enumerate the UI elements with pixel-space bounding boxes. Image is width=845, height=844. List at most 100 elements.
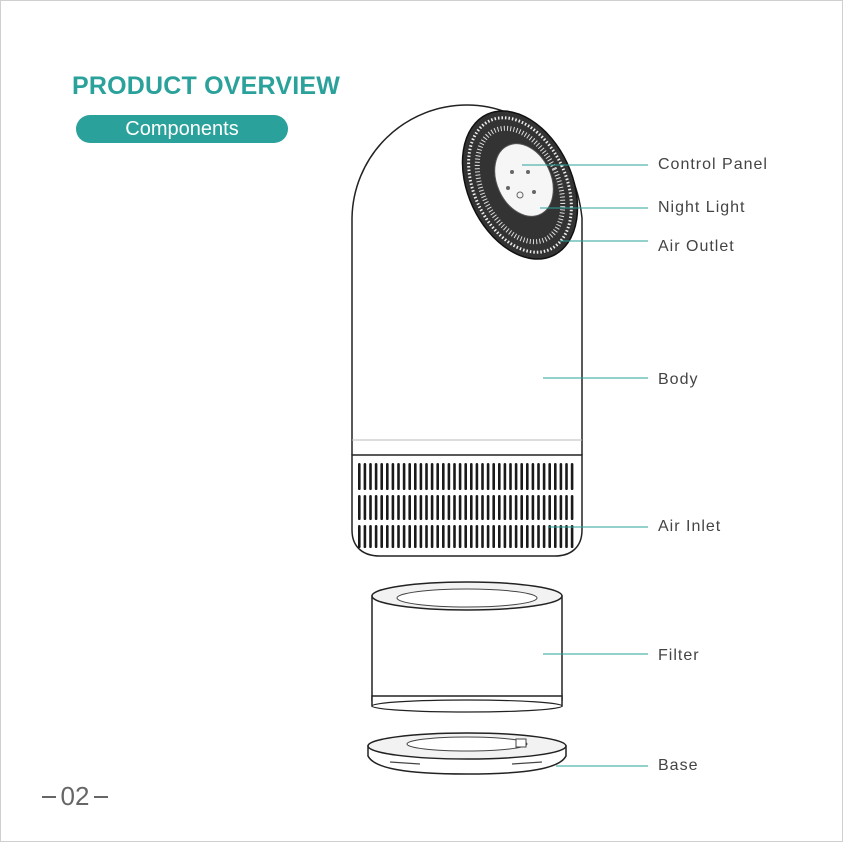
inlet-slot [375, 495, 378, 520]
inlet-slot [554, 495, 557, 520]
inlet-slot [492, 525, 495, 548]
inlet-slot [520, 495, 523, 520]
inlet-slot [498, 463, 501, 490]
inlet-slot [515, 495, 518, 520]
inlet-slot [431, 525, 434, 548]
inlet-slot [397, 525, 400, 548]
inlet-slot [537, 495, 540, 520]
inlet-slot [425, 525, 428, 548]
label-base: Base [658, 757, 698, 775]
inlet-slot [364, 525, 367, 548]
inlet-slot [403, 525, 406, 548]
inlet-slot [476, 495, 479, 520]
inlet-slot [504, 463, 507, 490]
inlet-slot [560, 495, 563, 520]
inlet-slot [492, 463, 495, 490]
inlet-slot [380, 525, 383, 548]
inlet-slot [526, 463, 529, 490]
label-filter: Filter [658, 647, 700, 665]
inlet-slot [543, 525, 546, 548]
inlet-slot [548, 525, 551, 548]
inlet-slot [464, 525, 467, 548]
inlet-slot [386, 525, 389, 548]
inlet-slot [565, 525, 568, 548]
inlet-slot [571, 463, 574, 490]
inlet-slot [504, 525, 507, 548]
inlet-slot [425, 495, 428, 520]
inlet-slot [358, 463, 361, 490]
inlet-slot [403, 463, 406, 490]
inlet-slot [414, 463, 417, 490]
inlet-slot [420, 463, 423, 490]
inlet-slot [358, 495, 361, 520]
inlet-slot [532, 525, 535, 548]
inlet-slot [364, 463, 367, 490]
inlet-slot [448, 495, 451, 520]
inlet-slot [442, 463, 445, 490]
inlet-slot [442, 495, 445, 520]
inlet-slot [487, 495, 490, 520]
inlet-slot [492, 495, 495, 520]
inlet-slot [420, 525, 423, 548]
inlet-slot [448, 525, 451, 548]
inlet-slot [487, 525, 490, 548]
inlet-slot [375, 463, 378, 490]
inlet-slot [436, 463, 439, 490]
inlet-slot [520, 525, 523, 548]
label-night-light: Night Light [658, 199, 746, 217]
inlet-slot [470, 525, 473, 548]
label-air-outlet: Air Outlet [658, 238, 735, 256]
inlet-slot [380, 495, 383, 520]
inlet-slot [509, 463, 512, 490]
inlet-slot [431, 463, 434, 490]
inlet-slot [448, 463, 451, 490]
inlet-slot [431, 495, 434, 520]
inlet-slot [532, 463, 535, 490]
inlet-slot [481, 525, 484, 548]
inlet-slot [476, 463, 479, 490]
inlet-slot [509, 525, 512, 548]
inlet-slot [408, 525, 411, 548]
inlet-slot [414, 525, 417, 548]
inlet-slot [369, 495, 372, 520]
inlet-slot [464, 463, 467, 490]
inlet-slot [414, 495, 417, 520]
inlet-slot [364, 495, 367, 520]
inlet-slot [487, 463, 490, 490]
inlet-slot [358, 525, 361, 548]
inlet-slot [554, 525, 557, 548]
inlet-slot [420, 495, 423, 520]
inlet-slot [453, 525, 456, 548]
inlet-slot [403, 495, 406, 520]
inlet-slot [375, 525, 378, 548]
inlet-slot [537, 463, 540, 490]
inlet-slot [543, 495, 546, 520]
inlet-slot [459, 525, 462, 548]
inlet-slot [386, 495, 389, 520]
label-control-panel: Control Panel [658, 156, 768, 174]
inlet-slot [380, 463, 383, 490]
inlet-slot [515, 463, 518, 490]
inlet-slot [520, 463, 523, 490]
inlet-slot [498, 525, 501, 548]
inlet-slot [537, 525, 540, 548]
inlet-slot [504, 495, 507, 520]
air-inlet-grille [352, 455, 582, 556]
base-plate [368, 733, 566, 774]
inlet-slot [408, 495, 411, 520]
inlet-slot [509, 495, 512, 520]
inlet-slot [392, 525, 395, 548]
inlet-slot [470, 463, 473, 490]
inlet-slot [369, 463, 372, 490]
inlet-slot [408, 463, 411, 490]
label-air-inlet: Air Inlet [658, 518, 721, 536]
inlet-slot [392, 463, 395, 490]
inlet-slot [565, 495, 568, 520]
inlet-slot [369, 525, 372, 548]
inlet-slot [453, 463, 456, 490]
inlet-slot [392, 495, 395, 520]
inlet-slot [459, 495, 462, 520]
inlet-slot [554, 463, 557, 490]
inlet-slot [571, 525, 574, 548]
